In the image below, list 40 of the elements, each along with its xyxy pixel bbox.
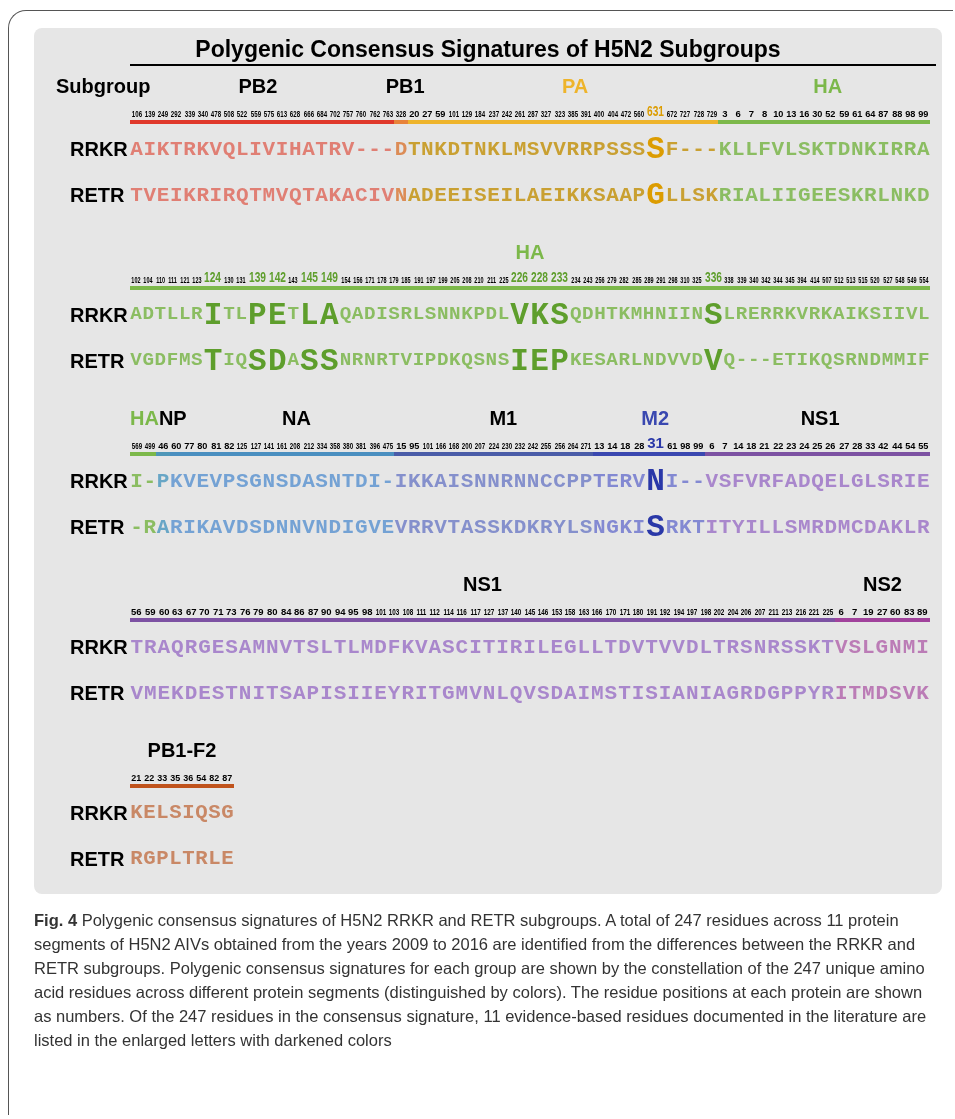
residue-positions: 21 22 33 35 36 54 82 87 bbox=[130, 772, 234, 782]
residue-sequence: RGPLTRLE bbox=[130, 848, 234, 870]
residue-positions: 569 499 46 60 77 80 81 82 125 127 141 161 208 212 334 358 380 381 396 475 15 95 101 166 168 200 207 224 230 232 242 255 256 264 271 13 14 18 28 31 61 98 99 6 7 14 18 21 22 23 24 25 26 27 28 33 42 44 54 55 bbox=[130, 435, 930, 450]
protein-label: PB2 bbox=[238, 76, 278, 96]
protein-label: M1 bbox=[489, 408, 518, 428]
column-header: Subgroup bbox=[56, 76, 151, 96]
protein-label: NS1 bbox=[463, 574, 502, 594]
protein-label: HA bbox=[515, 242, 545, 262]
subgroup-label: RETR bbox=[70, 185, 125, 205]
residue-positions: 56 59 60 63 67 70 71 73 76 79 80 84 86 87 90 94 95 98 101 103 108 111 112 114 116 117 127 137 140 145 146 153 158 163 166 170 171 180 191 192 194 197 198 202 204 206 207 211 213 216 221 225 6 7 19 27 60 83 89 bbox=[130, 606, 929, 616]
subgroup-label: RRKR bbox=[70, 139, 128, 159]
subgroup-label: RETR bbox=[70, 683, 125, 703]
protein-label: M2 bbox=[641, 408, 670, 428]
protein-label: HA bbox=[130, 408, 159, 428]
subgroup-label: RETR bbox=[70, 517, 125, 537]
residue-sequence: I-PKVEVPSGNSDASNTDI-IKKAISNNRNNCCPPTERVNI--VSFVRFADQELGLSRIE bbox=[130, 465, 930, 497]
protein-label: NS1 bbox=[800, 408, 840, 428]
protein-label: PA bbox=[561, 76, 589, 96]
protein-label: NP bbox=[158, 408, 187, 428]
residue-sequence: AIKTRKVQLIVIHATRV---DTNKDTNKLMSVVRRPSSSSF---KLLFVLSKTDNKIRRA bbox=[130, 133, 930, 165]
figure-caption: Fig. 4 Polygenic consensus signatures of H5N2 RRKR and RETR subgroups. A total of 247 residues across 11 protein segments of H5N2 AIVs obtained from the years 2009 to 2016 are identified from the differences between the RRKR and RETR subgroups. Polygenic consensus signatures for each group are shown by the constellation of the 247 unique amino acid residues across different protein segments (distinguished by colors). The residue positions at each protein are shown as numbers. Of the 247 residues in the consensus signature, 11 evidence-based residues documented in the literature are listed in the enlarged letters with darkened colors bbox=[34, 910, 928, 1051]
residue-sequence: -RARIKAVDSDNNVNDIGVEVRRVTASSKDKRYLSNGKISRKTITYILLSMRDMCDAKLR bbox=[130, 511, 930, 543]
protein-label: NS2 bbox=[863, 574, 902, 594]
protein-label: PB1 bbox=[385, 76, 425, 96]
figure-title: Polygenic Consensus Signatures of H5N2 Subgroups bbox=[194, 35, 782, 64]
residue-sequence: KELSIQSG bbox=[130, 802, 234, 824]
subgroup-label: RETR bbox=[70, 351, 125, 371]
subgroup-label: RRKR bbox=[70, 803, 128, 823]
protein-label: PB1-F2 bbox=[147, 740, 217, 760]
subgroup-label: RETR bbox=[70, 849, 125, 869]
subgroup-label: RRKR bbox=[70, 471, 128, 491]
subgroup-label: RRKR bbox=[70, 637, 128, 657]
residue-positions: 106 139 249 292 339 340 478 508 522 559 575 613 628 666 684 702 757 760 762 763 328 20 27 59 101 129 184 237 242 261 287 327 323 385 391 400 404 472 560 631 672 727 728 729 3 6 7 8 10 13 16 30 52 59 61 64 87 88 98 99 bbox=[130, 103, 930, 118]
residue-sequence: TRAQRGESAMNVTSLTLMDFKVASCITIRILEGLLTDVTVVDLTRSNRSSKTVSLGNMI bbox=[130, 636, 930, 658]
protein-label: HA bbox=[813, 76, 843, 96]
residue-sequence: VMEKDESTNITSAPISIIEYRITGMVNLQVSDAIMSTISIANIAGRDGPPYRITMDSVK bbox=[130, 682, 930, 704]
residue-sequence: TVEIKRIRQTMVQTAKACIVNADEEISEILAEIKKSAAPGLLSKRIALIIGEESKRLNKD bbox=[130, 179, 930, 211]
subgroup-label: RRKR bbox=[70, 305, 128, 325]
residue-positions: 102 104 110 111 121 123 124 130 131 139 142 143 145 149 154 156 171 178 179 185 191 197 199 205 208 210 211 225 226 228 233 234 243 256 279 282 285 289 291 298 310 325 336 338 339 340 342 344 345 394 414 507 512 513 515 520 527 548 549 554 bbox=[130, 269, 930, 284]
protein-label: NA bbox=[282, 408, 311, 428]
